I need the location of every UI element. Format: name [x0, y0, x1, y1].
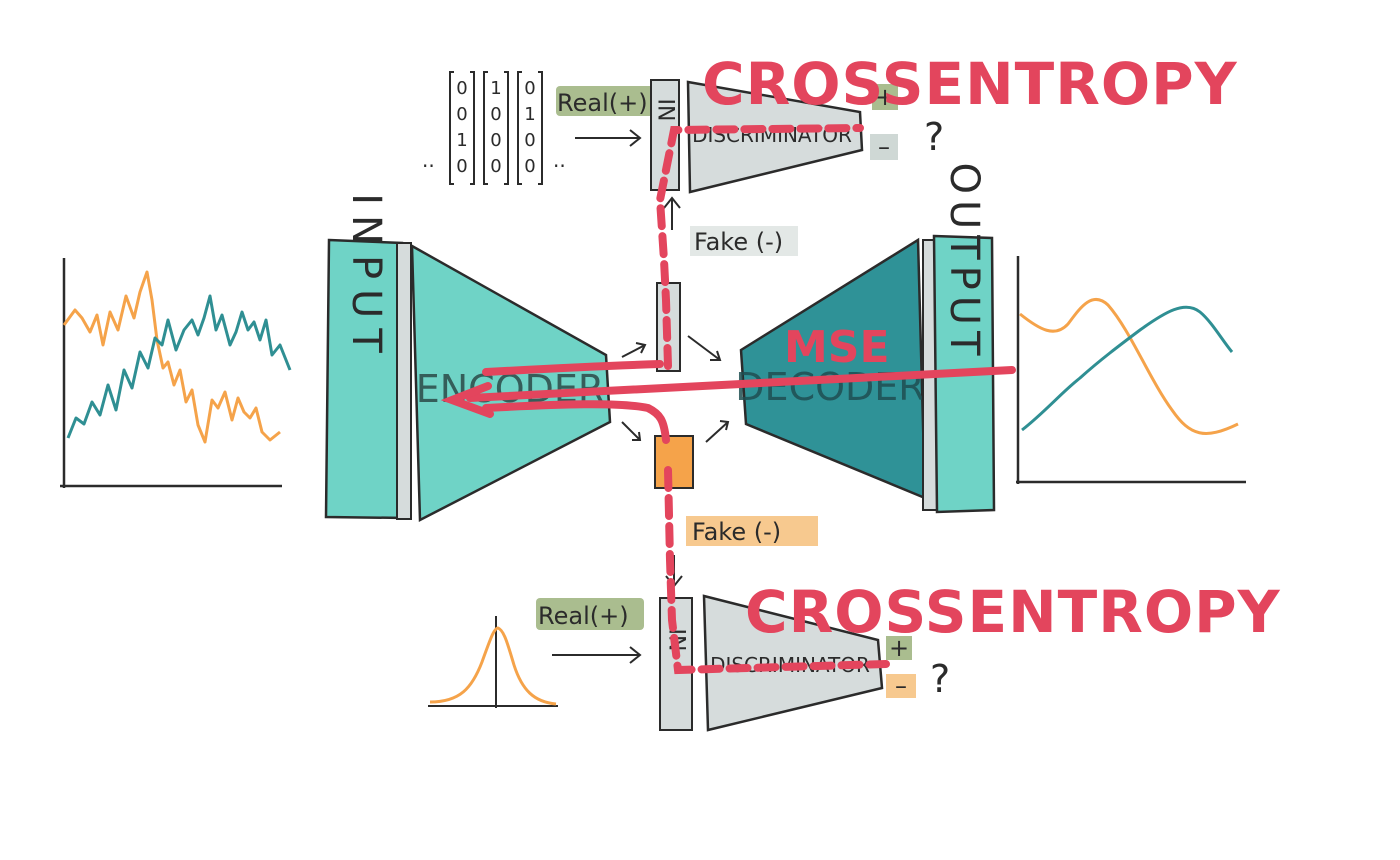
- disc-bottom-minus: –: [895, 672, 907, 700]
- disc-top-plus-bg: [872, 84, 898, 110]
- onehot-digit: 0: [524, 78, 535, 99]
- dashed-bottom-path: [664, 466, 890, 675]
- dots-right: ..: [553, 148, 566, 172]
- encoder-trapezoid: [410, 243, 612, 523]
- real-bottom-label-bg: [536, 598, 644, 630]
- disc-bottom-plus: +: [889, 634, 909, 662]
- real-top-label-bg: [556, 86, 656, 116]
- disc-bottom-minus-bg: [886, 674, 916, 698]
- crossentropy-top-label: CROSSENTROPY: [702, 50, 1238, 118]
- encoder-to-latent-bottom-path: [482, 400, 670, 444]
- disc-top-minus: –: [878, 133, 890, 161]
- onehot-vector-bracket: [517, 71, 543, 185]
- input-block: INPUT: [324, 193, 412, 520]
- onehot-digit: 0: [456, 156, 467, 177]
- mse-arrowhead: [440, 382, 494, 418]
- gaussian-curve: [429, 626, 557, 706]
- arrow-icon: [663, 196, 681, 230]
- arrow-icon: [687, 335, 722, 361]
- latent-arrows: [621, 335, 730, 443]
- disc-top-in-label: IN: [653, 99, 678, 122]
- output-label: OUTPUT: [941, 162, 987, 361]
- onehot-digit: 0: [490, 104, 501, 125]
- output-teal-series: [1021, 305, 1234, 432]
- fake-bottom-label: Fake (-): [692, 518, 781, 546]
- output-chart: [1016, 256, 1246, 484]
- onehot-vector-bracket: [483, 71, 509, 185]
- encoder-to-latent-top-path: [482, 360, 664, 376]
- fake-bottom-label-bg: [686, 516, 818, 546]
- arrow-icon: [621, 342, 647, 358]
- real-bottom-label: Real(+): [538, 602, 629, 630]
- onehot-digit: 1: [456, 130, 467, 151]
- question-mark: ?: [924, 115, 944, 159]
- onehot-digit: 0: [524, 130, 535, 151]
- output-orange-series: [1019, 297, 1239, 435]
- dots-left: ..: [422, 148, 435, 172]
- onehot-digit: 0: [490, 130, 501, 151]
- onehot-digit: 0: [456, 78, 467, 99]
- encoder: ENCODER: [410, 243, 612, 523]
- arrow-icon: [552, 646, 642, 664]
- fake-top-label: Fake (-): [694, 228, 783, 256]
- latent-style: [654, 435, 694, 489]
- fake-top-label-bg: [690, 226, 798, 256]
- arrow-icon: [575, 129, 642, 147]
- disc-top-trapezoid: [686, 80, 864, 194]
- onehot-digit: 1: [524, 104, 535, 125]
- mse-path: [466, 366, 1016, 402]
- onehot-digit: 0: [456, 104, 467, 125]
- loss-paths: [440, 124, 1016, 675]
- disc-top-minus-bg: [870, 134, 898, 160]
- arrow-icon: [621, 421, 642, 441]
- input-label: INPUT: [343, 193, 389, 363]
- output-block: OUTPUT: [922, 162, 996, 514]
- onehot-vectors: 0 0 1 0 1 0 0 0 0 1 0 0: [449, 71, 543, 185]
- onehot-digit: 1: [490, 78, 501, 99]
- arrow-icon: [705, 420, 730, 443]
- onehot-digit: 0: [524, 156, 535, 177]
- input-teal-series: [66, 294, 292, 439]
- crossentropy-bottom-label: CROSSENTROPY: [745, 578, 1281, 646]
- input-block-edge: [396, 242, 412, 520]
- real-top-label: Real(+): [557, 89, 648, 117]
- input-orange-series: [62, 270, 281, 444]
- onehot-vector-bracket: [449, 71, 475, 185]
- input-chart: [60, 258, 292, 488]
- onehot-digit: 0: [490, 156, 501, 177]
- question-mark: ?: [930, 657, 950, 701]
- disc-bottom-plus-bg: [886, 636, 912, 660]
- mse-label: MSE: [784, 322, 890, 373]
- dashed-top-path: [655, 124, 864, 370]
- latent-style-block: [654, 435, 694, 489]
- disc-top-plus: +: [875, 83, 895, 111]
- gaussian-prior: [428, 616, 558, 708]
